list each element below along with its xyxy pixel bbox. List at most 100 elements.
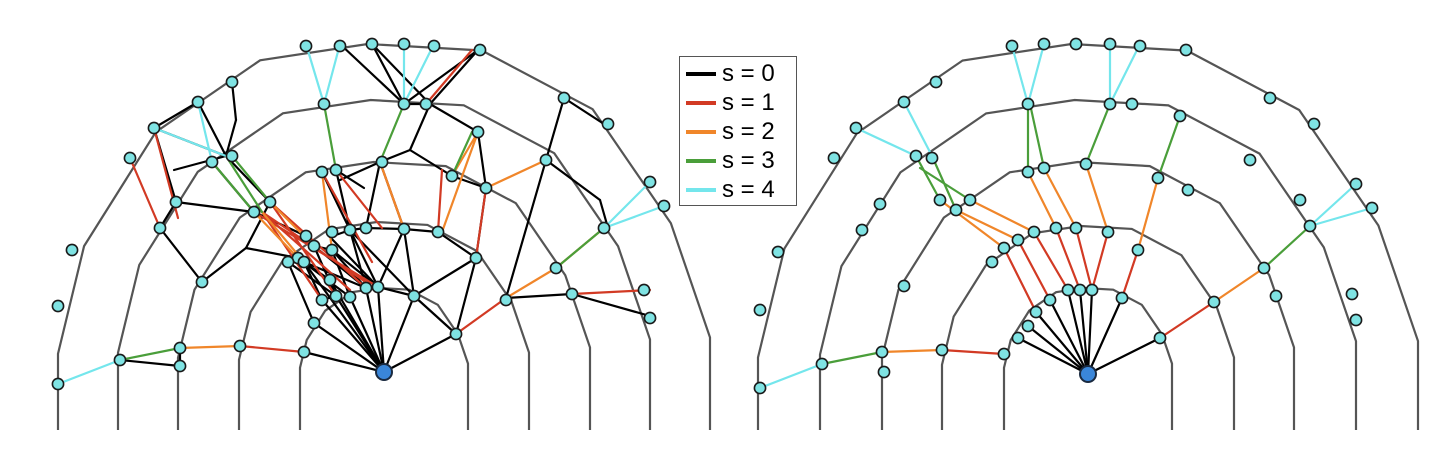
right-edge-s1	[1016, 238, 1052, 302]
left-edge-s0	[436, 230, 478, 260]
left-edge-s0	[312, 244, 338, 298]
legend-label-s4: s = 4	[722, 175, 775, 203]
right-edge-s1	[1158, 300, 1216, 340]
right-node	[1069, 221, 1083, 235]
right-node	[1153, 331, 1167, 345]
left-edge-s0	[320, 298, 386, 374]
left-node	[173, 359, 187, 373]
left-edge-s0	[158, 226, 204, 284]
right-node	[1269, 289, 1283, 303]
legend-item-s0: s = 0	[680, 59, 796, 88]
left-edge-s0	[412, 294, 458, 336]
left-node	[469, 251, 483, 265]
right-node	[815, 357, 829, 371]
left-edge-s0	[364, 160, 382, 230]
left-edge-s0	[196, 100, 228, 158]
right-edge-s2	[1212, 266, 1266, 304]
right-edge-s0	[1066, 288, 1090, 376]
left-edge-s1	[454, 296, 508, 336]
left-node	[307, 316, 321, 330]
left-edge-s0	[370, 42, 432, 106]
right-node	[1005, 39, 1019, 53]
left-node	[471, 125, 485, 139]
right-node	[1151, 171, 1165, 185]
right-node	[897, 279, 911, 293]
right-node	[1133, 39, 1147, 53]
left-network-panel	[51, 37, 712, 430]
right-node	[1061, 283, 1075, 297]
right-edge-s1	[1032, 230, 1070, 292]
right-node	[1079, 157, 1093, 171]
right-node	[1365, 201, 1379, 215]
right-node	[1181, 183, 1195, 197]
right-node	[1125, 97, 1139, 111]
left-node	[173, 341, 187, 355]
left-node	[191, 95, 205, 109]
right-node	[949, 203, 963, 217]
left-node	[315, 165, 329, 179]
right-node	[877, 365, 891, 379]
left-node	[205, 155, 219, 169]
right-edge-s4	[1010, 44, 1030, 106]
right-node	[753, 381, 767, 395]
right-edge-s0	[1016, 336, 1090, 376]
right-edge-s1	[940, 348, 1006, 356]
left-edge-s0	[476, 130, 488, 190]
left-edge-s3	[210, 160, 256, 214]
right-edge-s0	[1086, 336, 1162, 376]
left-edge-s0	[544, 158, 602, 202]
left-node	[549, 261, 563, 275]
right-node	[1115, 291, 1129, 305]
legend-item-s1: s = 1	[680, 88, 796, 117]
left-node	[299, 229, 313, 243]
right-node	[1103, 37, 1117, 51]
left-edge-s0	[348, 295, 386, 374]
left-node	[397, 222, 411, 236]
right-node	[1021, 97, 1035, 111]
right-node	[1307, 117, 1321, 131]
left-node	[473, 43, 487, 57]
left-node	[323, 273, 337, 287]
left-node	[657, 199, 671, 213]
left-node	[449, 327, 463, 341]
left-node	[365, 37, 379, 51]
left-node	[359, 221, 373, 235]
right-edge-s0	[1026, 324, 1090, 376]
right-edge-s2	[1136, 176, 1160, 252]
right-node	[1069, 37, 1083, 51]
left-edge-s3	[322, 102, 338, 172]
left-edge-s0	[408, 148, 454, 178]
legend-label-s3: s = 3	[722, 146, 775, 174]
legend: s = 0 s = 1 s = 2 s = 3 s = 4	[679, 56, 797, 206]
right-network-panel	[753, 37, 1420, 430]
right-node	[997, 347, 1011, 361]
left-node	[637, 283, 651, 297]
right-node	[1037, 37, 1051, 51]
right-edge-s1	[1074, 226, 1094, 292]
right-node	[1103, 97, 1117, 111]
left-node	[317, 97, 331, 111]
left-node	[643, 311, 657, 325]
left-edge-s0	[504, 158, 548, 300]
left-node	[397, 37, 411, 51]
left-source-node	[375, 363, 393, 381]
right-node	[1043, 293, 1057, 307]
left-node	[499, 293, 513, 307]
left-edge-s4	[322, 42, 342, 106]
right-node	[1257, 261, 1271, 275]
left-edge-s0	[454, 256, 478, 336]
right-edge-s2	[880, 348, 944, 354]
left-node	[65, 243, 79, 257]
left-node	[371, 280, 385, 294]
left-edge-s0	[224, 118, 238, 158]
right-node	[1011, 331, 1025, 345]
left-node	[325, 225, 339, 239]
left-edge-s3	[224, 154, 264, 214]
left-node	[247, 205, 261, 219]
right-node	[873, 197, 887, 211]
left-edge-s0	[402, 48, 480, 106]
left-node	[565, 287, 579, 301]
left-edge-s1	[128, 156, 162, 230]
legend-label-s2: s = 2	[722, 117, 775, 145]
